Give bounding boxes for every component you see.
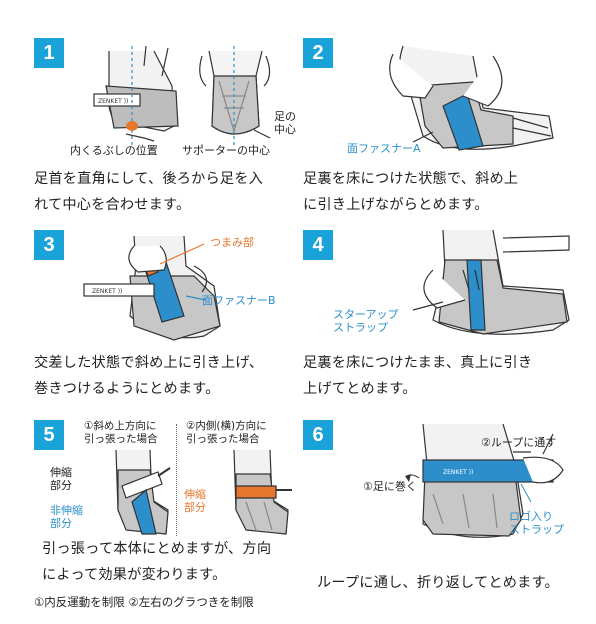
step-5-panel: 5 ①斜め上方向に 引っ張った場合 ②内側(横)方向に 引っ張った場合 伸縮 部… <box>34 420 306 616</box>
step-4-panel: 4 スターアップ ストラップ 足裏を床につけたまま、真上に引き 上げてとめます。 <box>303 229 575 410</box>
step-1-illustration: ZENKET )) <box>93 45 271 146</box>
step-3-number-badge: 3 <box>34 230 64 260</box>
step-3-description: 交差した状態で斜め上に引き上げ、 巻きつけるようにとめます。 <box>34 355 264 397</box>
step-1-number-badge: 1 <box>34 38 64 68</box>
step-3-illustration: ZENKET )) <box>83 235 221 341</box>
step-5-pull-diagonal-label: ①斜め上方向に 引っ張った場合 <box>84 420 158 445</box>
step-1-side-view: ZENKET )) <box>93 45 179 146</box>
step-2-illustration <box>389 45 554 151</box>
step-5-nonstretch-part-label: 非伸縮 部分 <box>50 504 83 530</box>
step-5-description: 引っ張って本体にとめますが、方向 によって効果が変わります。 <box>42 541 272 583</box>
step-3-panel: 3 ZENKET )) つまみ部 面ファスナーB 交差した状態で斜め上に引き上げ… <box>34 230 306 410</box>
step-6-panel: 6 ZENKET )) ②ループに通す ①足に巻く ロゴ入り ストラップ ループ… <box>303 420 575 616</box>
step-5-right-illustration <box>233 449 292 535</box>
step-1-inner-ankle-label: 内くるぶしの位置 <box>70 144 158 157</box>
step-2-panel: 2 面ファスナーA 足裏を床につけた状態で、斜め上 に引き上げながらとめます。 <box>303 38 575 218</box>
step-6-number-badge: 6 <box>303 420 333 450</box>
step-6-logo-strap-label: ロゴ入り ストラップ <box>509 510 564 536</box>
step-2-number-badge: 2 <box>303 38 333 68</box>
step-4-illustration <box>412 229 570 335</box>
step-1-supporter-center-label: サポーターの中心 <box>182 144 270 157</box>
svg-text:ZENKET )): ZENKET )) <box>98 98 128 105</box>
step-6-through-loop-label: ②ループに通す <box>481 436 557 449</box>
step-1-foot-center-label: 足の 中心 <box>274 110 296 136</box>
step-5-divider <box>176 424 177 536</box>
step-5-stretch-part-left-label: 伸縮 部分 <box>50 466 72 492</box>
step-6-description: ループに通し、折り返してとめます。 <box>317 575 559 591</box>
step-1-panel: 1 ZENKET )) 内くるぶしの位置 サポーターの中心 足の 中心 足首を直… <box>34 38 306 218</box>
step-4-number-badge: 4 <box>303 230 333 260</box>
step-2-fastener-a-label: 面ファスナーA <box>347 142 421 155</box>
step-1-back-view <box>199 46 271 146</box>
step-3-pull-tab-label: つまみ部 <box>210 236 254 249</box>
step-5-note: ①内反運動を制限 ②左右のグラつきを制限 <box>34 595 254 609</box>
svg-text:ZENKET )): ZENKET )) <box>443 469 473 476</box>
step-5-number-badge: 5 <box>34 420 64 450</box>
step-5-pull-inward-label: ②内側(横)方向に 引っ張った場合 <box>186 420 267 445</box>
step-2-description: 足裏を床につけた状態で、斜め上 に引き上げながらとめます。 <box>303 171 519 213</box>
step-6-wrap-foot-label: ①足に巻く <box>363 480 417 493</box>
step-4-stirrup-strap-label: スターアップ ストラップ <box>333 308 399 334</box>
svg-text:ZENKET )): ZENKET )) <box>92 288 122 295</box>
step-4-description: 足裏を床につけたまま、真上に引き 上げてとめます。 <box>303 355 533 397</box>
step-5-stretch-part-right-label: 伸縮 部分 <box>184 488 206 514</box>
step-3-fastener-b-label: 面ファスナーB <box>202 294 276 307</box>
step-1-description: 足首を直角にして、後ろから足を入 れて中心を合わせます。 <box>34 171 264 213</box>
step-5-left-illustration <box>115 449 171 535</box>
step-6-illustration: ZENKET )) <box>405 423 564 538</box>
